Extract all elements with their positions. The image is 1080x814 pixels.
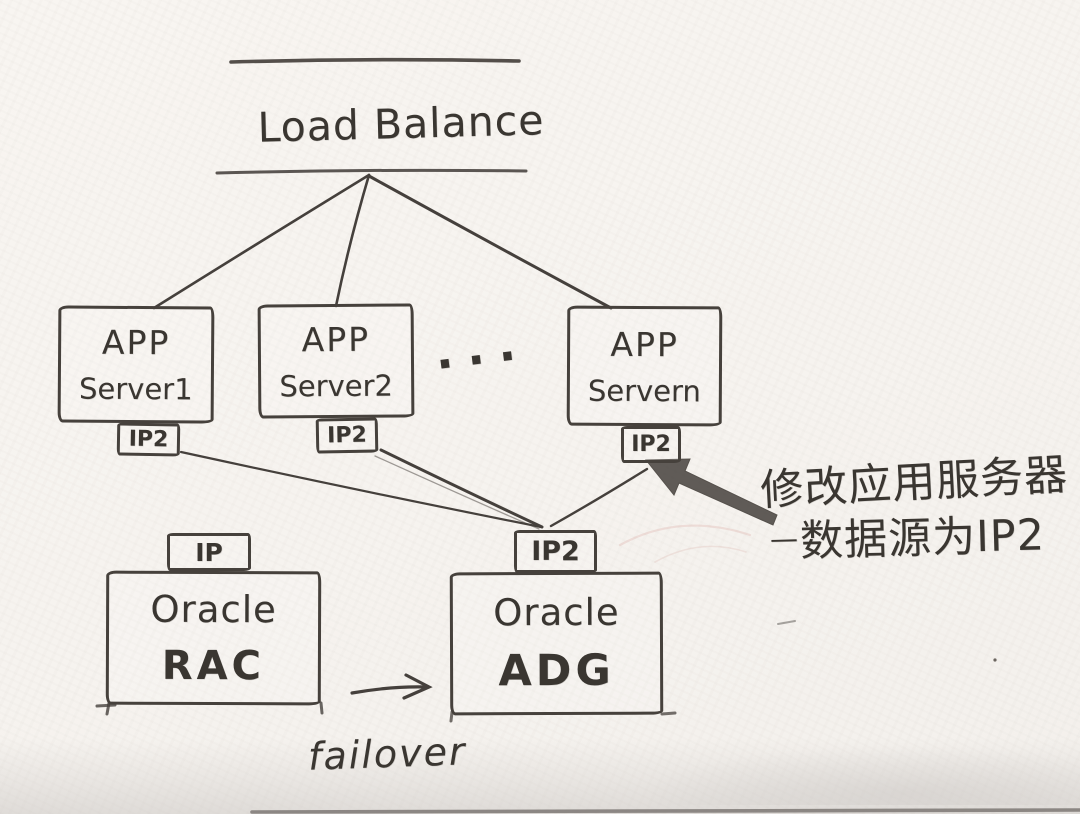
annotation-line2-row: — 数据源为IP2 xyxy=(769,500,1046,569)
appn-ip2-to-adg-line xyxy=(549,467,649,528)
stray-pencil-dash xyxy=(777,620,796,625)
app-server1-label-line2: Server1 xyxy=(78,371,193,407)
annotation-line2: 数据源为IP2 xyxy=(799,510,1046,567)
app-server2-box: APP Server2 xyxy=(257,303,415,419)
app1-ip2-to-adg-line xyxy=(179,450,543,529)
app-servern-box: APP Servern xyxy=(566,305,723,427)
oracle-adg-label-line1: Oracle xyxy=(493,590,620,635)
oracle-adg-box: Oracle ADG xyxy=(449,571,664,716)
failover-label: failover xyxy=(307,729,468,779)
adg-box-overshoot-bottom xyxy=(660,711,677,716)
app2-ip2-to-adg-line-ghost xyxy=(374,455,540,530)
paper-bottom-edge-line xyxy=(250,808,1080,814)
app-server1-ip-tag: IP2 xyxy=(116,422,181,457)
app-servern-ip-tag: IP2 xyxy=(621,426,681,463)
lb-to-app-servern-line xyxy=(367,174,613,310)
oracle-rac-box: Oracle RAC xyxy=(105,570,322,706)
rac-box-overshoot-bottom xyxy=(95,703,117,708)
eraser-smudge-stroke-1 xyxy=(618,524,752,547)
app-server2-ip-tag: IP2 xyxy=(315,417,379,454)
photo-shadow-bottom-right xyxy=(640,745,1080,805)
app-server2-label-line1: APP xyxy=(301,319,371,359)
eraser-smudge-stroke-2 xyxy=(654,545,747,563)
rac-box-overshoot-right xyxy=(319,701,324,715)
annotation-dash: — xyxy=(769,521,799,556)
oracle-rac-ip-tag: IP xyxy=(167,533,251,571)
failover-arrow-head xyxy=(402,673,433,700)
lb-to-app-server1-line xyxy=(152,173,371,310)
app-servern-label-line1: APP xyxy=(610,324,679,364)
load-balancer-top-line xyxy=(229,57,521,64)
adg-box-overshoot-left xyxy=(449,710,454,723)
app-server1-box: APP Server1 xyxy=(57,305,215,424)
app-servern-label-line2: Servern xyxy=(587,373,701,408)
oracle-adg-ip-tag: IP2 xyxy=(514,530,597,573)
more-servers-ellipsis: ··· xyxy=(433,326,534,392)
oracle-rac-label-line2: RAC xyxy=(161,642,266,689)
oracle-rac-label-line1: Oracle xyxy=(150,587,277,631)
stray-pencil-dot xyxy=(993,658,997,662)
oracle-adg-label-line2: ADG xyxy=(498,645,615,697)
load-balancer-title: Load Balance xyxy=(256,96,546,152)
app-server2-label-line2: Server2 xyxy=(279,368,394,403)
failover-arrow-shaft xyxy=(350,685,429,695)
app2-ip2-to-adg-line xyxy=(379,448,544,529)
app-server1-label-line1: APP xyxy=(101,322,171,363)
annotation-arrow xyxy=(644,458,778,526)
lb-to-app-server2-line xyxy=(334,173,371,308)
load-balancer-bottom-line xyxy=(215,168,528,175)
photo-shadow-bottom xyxy=(0,738,1080,814)
rac-box-overshoot-left xyxy=(105,701,111,716)
